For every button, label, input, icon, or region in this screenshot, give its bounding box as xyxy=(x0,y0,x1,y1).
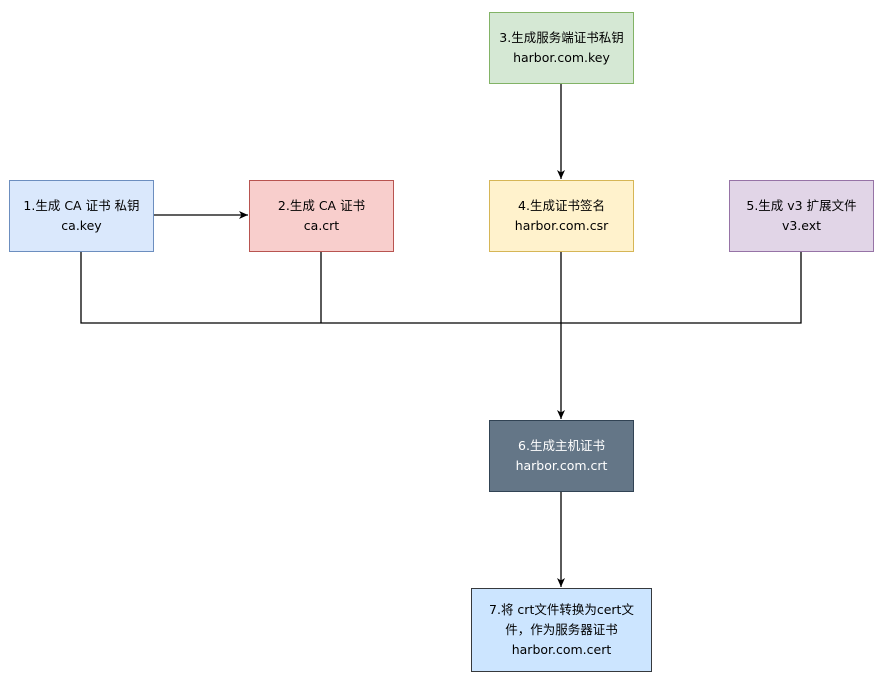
node-csr-title: 4.生成证书签名 xyxy=(518,198,605,213)
node-ca-key-filename: ca.key xyxy=(61,218,102,233)
node-csr[interactable]: 4.生成证书签名 harbor.com.csr xyxy=(489,180,634,252)
edge-v3-ext-to-host-crt xyxy=(561,252,802,324)
node-v3-ext-filename: v3.ext xyxy=(781,218,822,233)
node-server-key-filename: harbor.com.key xyxy=(513,50,610,65)
node-ca-crt-filename: ca.crt xyxy=(303,218,340,233)
node-server-key-title: 3.生成服务端证书私钥 xyxy=(499,30,624,45)
node-host-crt-title: 6.生成主机证书 xyxy=(518,438,605,453)
node-ca-crt[interactable]: 2.生成 CA 证书 ca.crt xyxy=(249,180,394,252)
node-server-key[interactable]: 3.生成服务端证书私钥 harbor.com.key xyxy=(489,12,634,84)
node-server-cert-title-line2: 件，作为服务器证书 xyxy=(505,622,618,637)
edge-ca-key-to-host-crt xyxy=(80,252,561,324)
node-server-cert[interactable]: 7.将 crt文件转换为cert文 件，作为服务器证书 harbor.com.c… xyxy=(471,588,652,672)
node-ca-key-title: 1.生成 CA 证书 私钥 xyxy=(23,198,140,213)
node-v3-ext[interactable]: 5.生成 v3 扩展文件 v3.ext xyxy=(729,180,874,252)
node-csr-filename: harbor.com.csr xyxy=(514,218,609,233)
node-ca-crt-title: 2.生成 CA 证书 xyxy=(277,198,366,213)
node-ca-key[interactable]: 1.生成 CA 证书 私钥 ca.key xyxy=(9,180,154,252)
node-host-crt-filename: harbor.com.crt xyxy=(515,458,608,473)
node-server-cert-title-line1: 7.将 crt文件转换为cert文 xyxy=(489,602,634,617)
node-v3-ext-title: 5.生成 v3 扩展文件 xyxy=(746,198,857,213)
node-host-crt[interactable]: 6.生成主机证书 harbor.com.crt xyxy=(489,420,634,492)
node-server-cert-filename: harbor.com.cert xyxy=(511,642,612,657)
